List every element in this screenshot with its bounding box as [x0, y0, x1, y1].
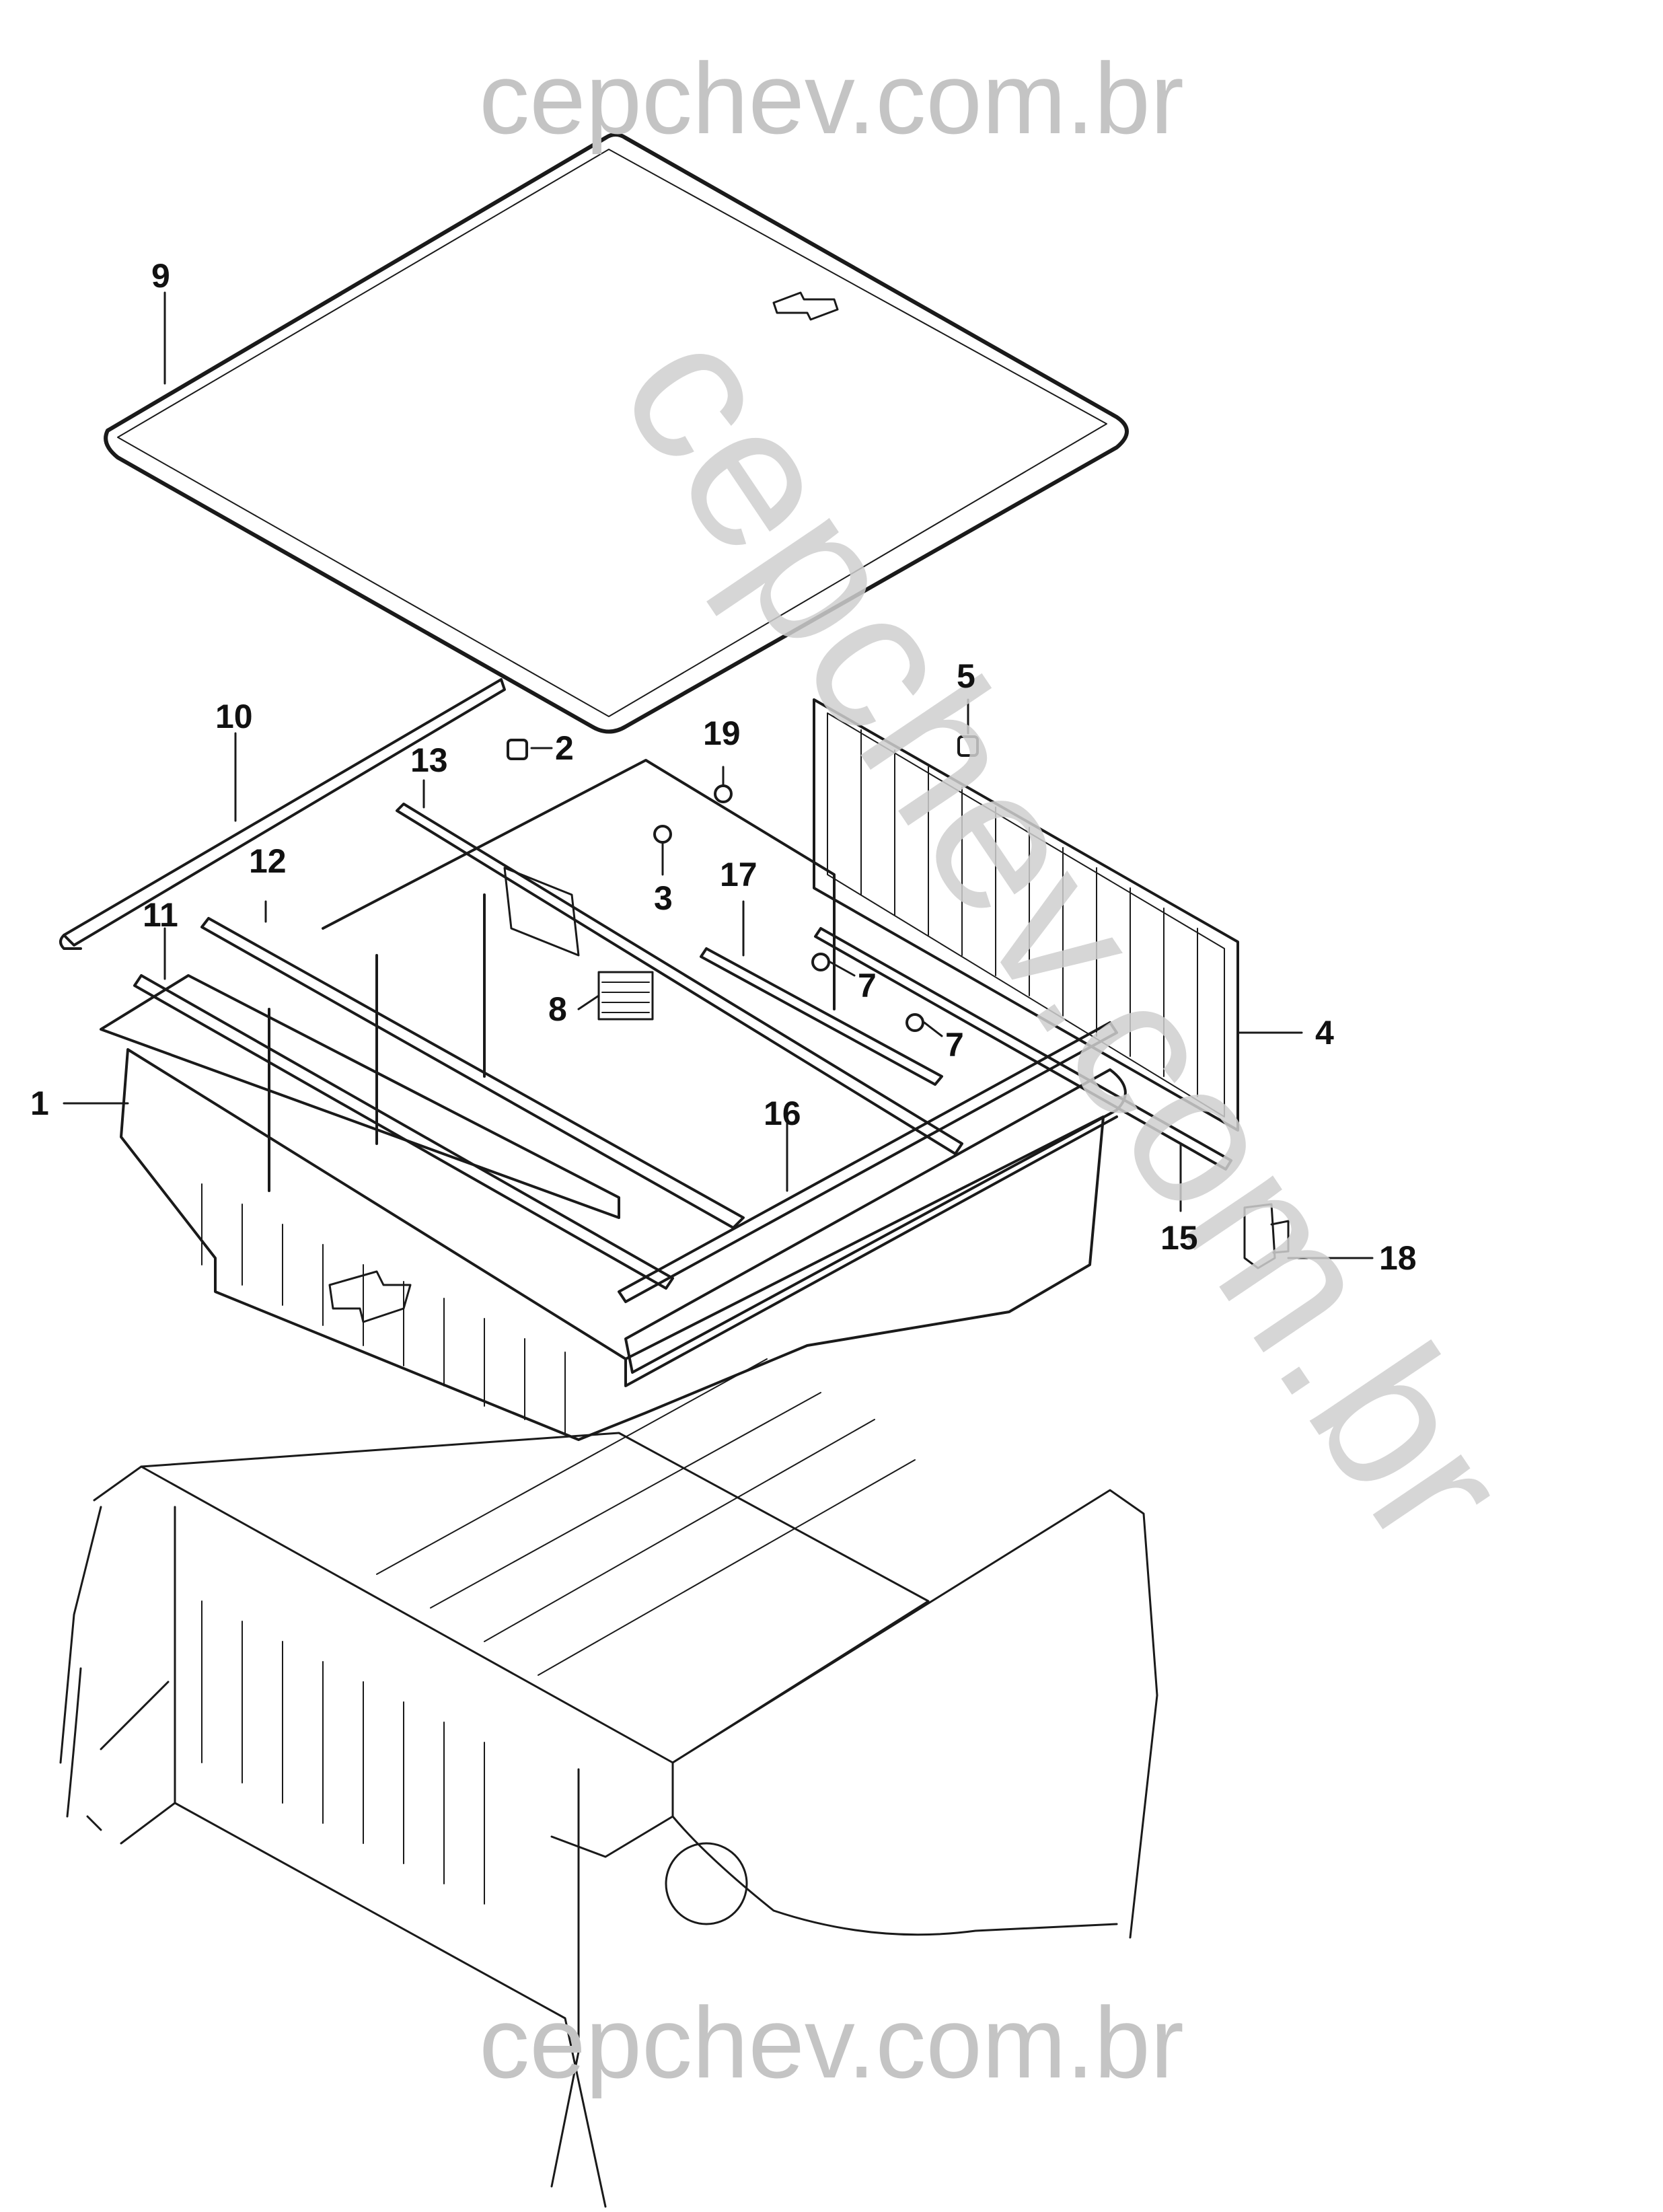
watermark-bottom: cepchev.com.br: [479, 1986, 1184, 2099]
callout-15: 15: [1160, 1219, 1198, 1257]
tonneau-cover-part-9: [104, 133, 1129, 734]
pickup-bed-body: [59, 1358, 1158, 2208]
watermark-top: cepchev.com.br: [479, 42, 1184, 155]
callout-16: 16: [764, 1095, 801, 1132]
callout-12: 12: [249, 842, 287, 880]
rail-part-12: [200, 917, 745, 1229]
callout-5: 5: [957, 657, 975, 695]
screw-part-19: [714, 784, 733, 803]
rail-part-11: [133, 974, 674, 1290]
callout-13: 13: [410, 741, 448, 779]
screw-part-7b: [906, 1013, 924, 1032]
bracket-part-18: [1243, 1203, 1290, 1269]
rail-part-13: [396, 803, 963, 1155]
rail-part-10: [59, 678, 506, 950]
rail-part-17: [700, 947, 943, 1086]
label-part-8: [597, 971, 654, 1021]
callout-11: 11: [143, 896, 178, 934]
callout-2: 2: [555, 729, 574, 767]
callout-17: 17: [720, 856, 757, 893]
callout-19: 19: [703, 714, 741, 752]
clip-part-5: [957, 735, 979, 757]
callout-7b: 7: [945, 1026, 964, 1064]
rail-part-15: [814, 927, 1232, 1171]
callout-18: 18: [1379, 1239, 1417, 1277]
callout-9: 9: [151, 257, 170, 295]
screw-part-3: [653, 825, 672, 844]
callout-1: 1: [30, 1084, 49, 1122]
rail-part-16: [618, 1021, 1118, 1303]
tailgate-liner-part-4: [813, 698, 1239, 1132]
callout-3: 3: [654, 879, 673, 917]
callout-4: 4: [1315, 1014, 1334, 1052]
callout-7a: 7: [858, 967, 877, 1004]
callout-8: 8: [548, 990, 567, 1028]
bed-liner-part-1: [100, 759, 1127, 1441]
screw-part-7a: [811, 953, 830, 971]
clip-part-2: [507, 739, 528, 760]
callout-10: 10: [215, 698, 253, 735]
